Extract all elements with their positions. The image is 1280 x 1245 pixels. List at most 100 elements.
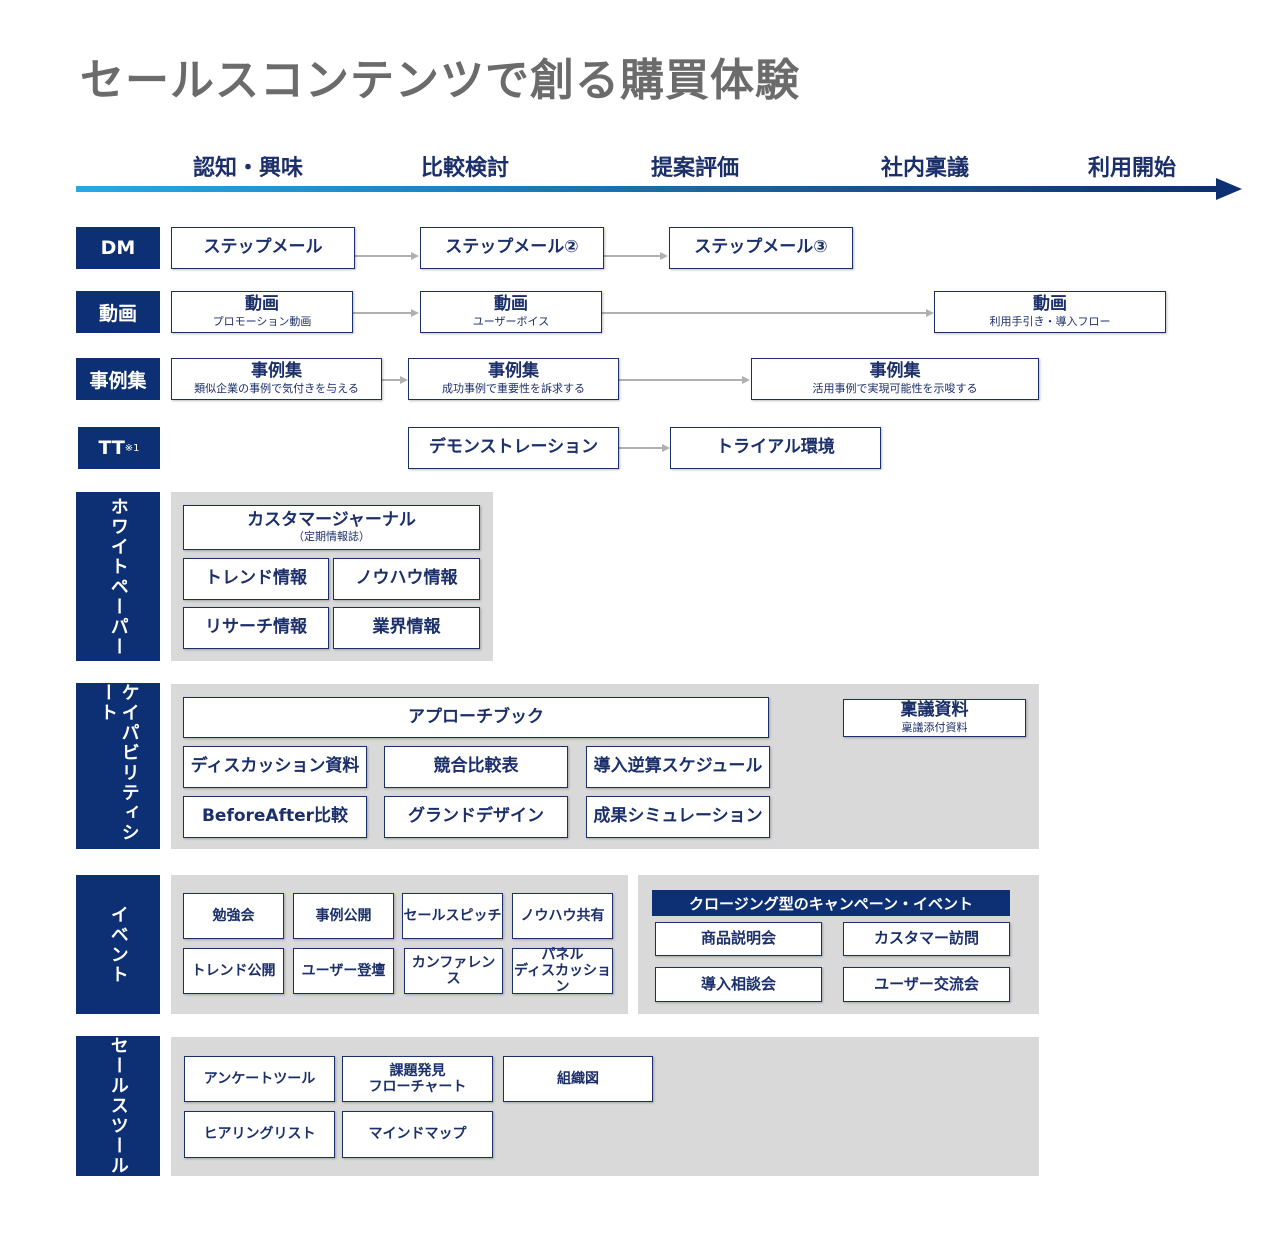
- closing-user-meetup-label: ユーザー交流会: [874, 974, 979, 993]
- closing-customer-visit[interactable]: カスタマー訪問: [843, 922, 1010, 956]
- whitepaper-research-label: リサーチ情報: [205, 617, 307, 638]
- video-promotion-title: 動画: [245, 294, 279, 315]
- tool-survey[interactable]: アンケートツール: [184, 1056, 335, 1102]
- section-label-sales-tool: セールスツール: [76, 1036, 160, 1176]
- tool-mind-map[interactable]: マインドマップ: [342, 1111, 493, 1158]
- stage-label-proposal: 提案評価: [651, 156, 740, 181]
- tool-issue-flowchart[interactable]: 課題発見 フローチャート: [342, 1056, 493, 1102]
- timeline-arrow: [76, 178, 1242, 452]
- case-study-awareness-title: 事例集: [251, 361, 302, 382]
- row-label-tt-note: ※1: [124, 442, 140, 454]
- dm-step-mail-2-label: ステップメール②: [445, 237, 579, 258]
- closing-adoption-consult[interactable]: 導入相談会: [655, 967, 822, 1002]
- whitepaper-knowhow[interactable]: ノウハウ情報: [333, 558, 480, 600]
- row-label-tt: TT※1: [78, 427, 160, 469]
- capability-grand-design-label: グランドデザイン: [408, 806, 544, 827]
- video-user-voice-title: 動画: [494, 294, 528, 315]
- whitepaper-journal-sub: （定期情報誌）: [293, 530, 370, 544]
- event-conference[interactable]: カンファレンス: [404, 948, 503, 994]
- tool-org-chart-label: 組織図: [557, 1070, 599, 1087]
- event-case-publication-label: 事例公開: [315, 907, 372, 924]
- capability-before-after-label: BeforeAfter比較: [201, 806, 349, 827]
- closing-product-briefing-label: 商品説明会: [700, 929, 776, 948]
- event-panel-discussion-line2: ディスカッション: [513, 962, 612, 996]
- event-case-publication[interactable]: 事例公開: [293, 893, 394, 939]
- case-study-awareness-sub: 類似企業の事例で気付きを与える: [194, 381, 359, 395]
- whitepaper-industry[interactable]: 業界情報: [333, 607, 480, 649]
- tt-demonstration[interactable]: デモンストレーション: [408, 427, 619, 469]
- video-promotion-sub: プロモーション動画: [212, 314, 312, 328]
- capability-simulation[interactable]: 成果シミュレーション: [586, 796, 770, 838]
- whitepaper-journal-title: カスタマージャーナル: [247, 509, 416, 530]
- video-promotion[interactable]: 動画 プロモーション動画: [171, 291, 353, 333]
- event-user-talk[interactable]: ユーザー登壇: [293, 948, 394, 994]
- whitepaper-trend[interactable]: トレンド情報: [183, 558, 329, 600]
- capability-discussion[interactable]: ディスカッション資料: [183, 746, 367, 788]
- tool-hearing-list[interactable]: ヒアリングリスト: [184, 1111, 335, 1158]
- event-sales-pitch[interactable]: セールスピッチ: [402, 893, 503, 939]
- tool-issue-flowchart-line1: 課題発見: [389, 1062, 446, 1079]
- capability-approach-book-label: アプローチブック: [408, 706, 544, 727]
- whitepaper-knowhow-label: ノウハウ情報: [355, 568, 458, 589]
- whitepaper-research[interactable]: リサーチ情報: [183, 607, 329, 649]
- capability-competitor-table[interactable]: 競合比較表: [384, 746, 568, 788]
- event-knowhow-share[interactable]: ノウハウ共有: [512, 893, 613, 939]
- event-study-session[interactable]: 勉強会: [183, 893, 284, 939]
- tool-issue-flowchart-line2: フローチャート: [368, 1079, 467, 1095]
- event-study-session-label: 勉強会: [212, 907, 255, 924]
- event-trend-publication[interactable]: トレンド公開: [183, 948, 284, 994]
- tool-org-chart[interactable]: 組織図: [503, 1056, 653, 1102]
- case-study-success[interactable]: 事例集 成功事例で重要性を訴求する: [408, 358, 619, 400]
- case-study-success-sub: 成功事例で重要性を訴求する: [442, 381, 585, 395]
- video-user-voice[interactable]: 動画 ユーザーボイス: [420, 291, 602, 333]
- whitepaper-customer-journal[interactable]: カスタマージャーナル （定期情報誌）: [183, 505, 480, 550]
- capability-schedule-label: 導入逆算スケジュール: [593, 756, 763, 777]
- capability-simulation-label: 成果シミュレーション: [593, 806, 763, 827]
- tt-trial-environment-label: トライアル環境: [716, 437, 835, 458]
- video-onboarding[interactable]: 動画 利用手引き・導入フロー: [934, 291, 1166, 333]
- event-panel-discussion-line1: パネル: [541, 946, 584, 963]
- closing-user-meetup[interactable]: ユーザー交流会: [843, 967, 1010, 1002]
- case-study-usage[interactable]: 事例集 活用事例で実現可能性を示唆する: [751, 358, 1039, 400]
- dm-step-mail-3[interactable]: ステップメール③: [669, 227, 853, 269]
- dm-step-mail-2[interactable]: ステップメール②: [420, 227, 604, 269]
- closing-product-briefing[interactable]: 商品説明会: [655, 922, 822, 956]
- row-label-dm: DM: [76, 227, 160, 269]
- tt-demonstration-label: デモンストレーション: [428, 437, 599, 458]
- tool-survey-label: アンケートツール: [203, 1070, 316, 1087]
- connector-arrows: [353, 252, 934, 452]
- case-study-awareness[interactable]: 事例集 類似企業の事例で気付きを与える: [171, 358, 382, 400]
- capability-competitor-table-label: 競合比較表: [433, 756, 519, 777]
- section-label-event: イベント: [76, 875, 160, 1014]
- row-label-video: 動画: [76, 291, 160, 333]
- event-conference-label: カンファレンス: [411, 954, 496, 987]
- closing-adoption-consult-label: 導入相談会: [700, 974, 776, 993]
- video-onboarding-title: 動画: [1033, 294, 1067, 315]
- capability-approach-book[interactable]: アプローチブック: [183, 697, 769, 738]
- stage-label-comparison: 比較検討: [421, 156, 510, 181]
- event-trend-publication-label: トレンド公開: [191, 962, 276, 979]
- tool-mind-map-label: マインドマップ: [368, 1126, 467, 1143]
- tt-trial-environment[interactable]: トライアル環境: [670, 427, 881, 469]
- video-onboarding-sub: 利用手引き・導入フロー: [989, 314, 1111, 328]
- capability-ringi-title: 稟議資料: [900, 700, 969, 721]
- capability-schedule[interactable]: 導入逆算スケジュール: [586, 746, 770, 788]
- capability-before-after[interactable]: BeforeAfter比較: [183, 796, 367, 838]
- capability-grand-design[interactable]: グランドデザイン: [384, 796, 568, 838]
- tool-hearing-list-label: ヒアリングリスト: [203, 1126, 316, 1143]
- stage-label-awareness: 認知・興味: [193, 156, 304, 181]
- closing-customer-visit-label: カスタマー訪問: [873, 929, 979, 948]
- page-title: セールスコンテンツで創る購買体験: [80, 55, 800, 106]
- section-label-capability-sheet: ケイパビリティシート: [76, 683, 160, 849]
- row-label-cases: 事例集: [76, 358, 160, 400]
- case-study-usage-title: 事例集: [869, 361, 921, 382]
- event-knowhow-share-label: ノウハウ共有: [520, 907, 605, 924]
- event-user-talk-label: ユーザー登壇: [301, 962, 386, 979]
- event-panel-discussion[interactable]: パネル ディスカッション: [512, 946, 613, 996]
- section-label-whitepaper: ホワイトペーパー: [76, 492, 160, 661]
- video-user-voice-sub: ユーザーボイス: [472, 314, 550, 328]
- whitepaper-trend-label: トレンド情報: [205, 568, 307, 589]
- stage-label-adoption: 利用開始: [1088, 156, 1177, 181]
- capability-ringi-document[interactable]: 稟議資料 稟議添付資料: [843, 699, 1026, 737]
- dm-step-mail-1[interactable]: ステップメール: [171, 227, 355, 269]
